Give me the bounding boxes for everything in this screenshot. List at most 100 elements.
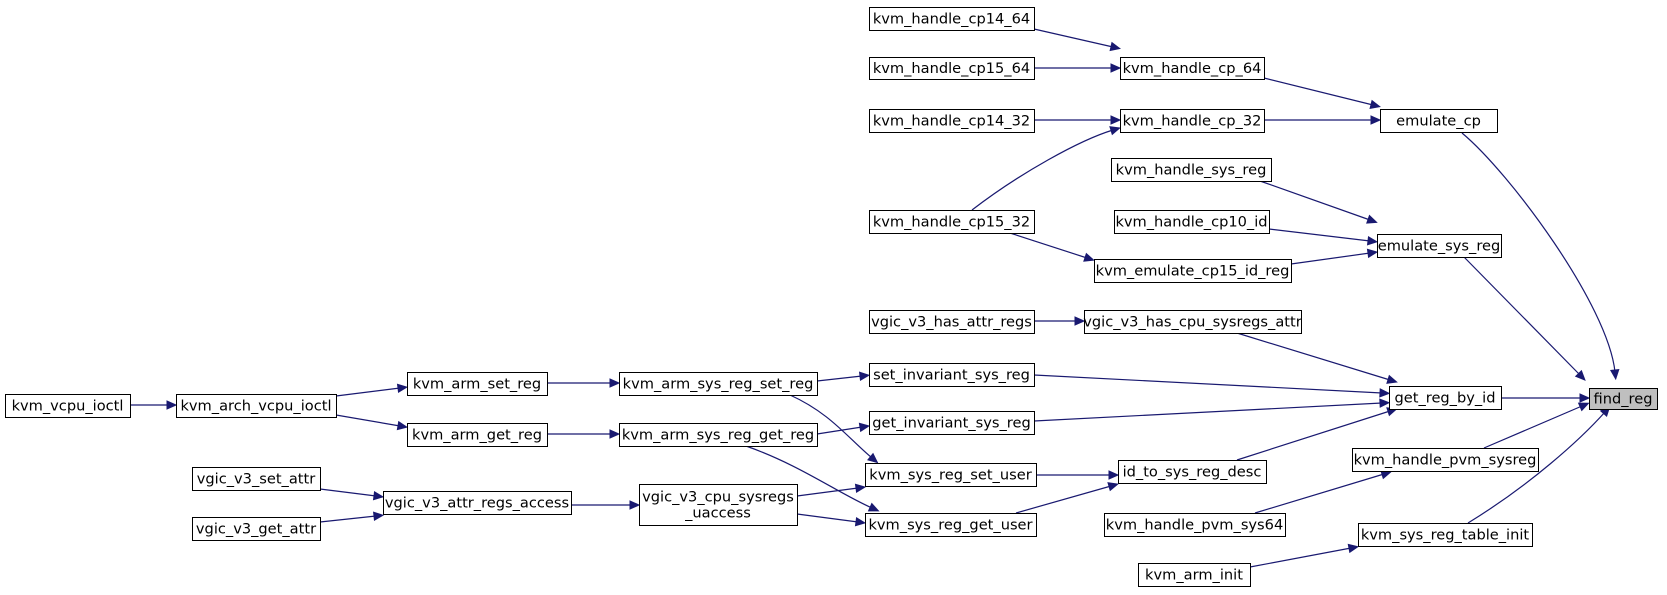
- node-kvm-handle-sys-reg[interactable]: kvm_handle_sys_reg: [1111, 158, 1272, 182]
- node-vgic-v3-attr-regs-access[interactable]: vgic_v3_attr_regs_access: [383, 491, 572, 515]
- node-box: [869, 210, 1035, 234]
- node-emulate-cp[interactable]: emulate_cp: [1380, 109, 1498, 133]
- node-kvm-handle-cp10-id[interactable]: kvm_handle_cp10_id: [1114, 210, 1270, 234]
- node-label: kvm_arm_init: [1145, 567, 1243, 584]
- arrowhead: [1379, 398, 1391, 408]
- node-label: vgic_v3_attr_regs_access: [385, 495, 569, 512]
- node-label: kvm_handle_cp15_32: [873, 214, 1030, 231]
- node-label: _uaccess: [684, 505, 751, 522]
- call-graph-edges: [130, 28, 1620, 568]
- call-graph-nodes: find_reg emulate_cp kvm_handle_cp_64 kvm_ha…: [5, 7, 1658, 587]
- edge-emulate_sys_reg-to-find_reg: [1463, 256, 1586, 381]
- node-box: [192, 467, 321, 491]
- node-box: [383, 491, 572, 515]
- node-kvm-handle-pvm-sysreg[interactable]: kvm_handle_pvm_sysreg: [1352, 448, 1539, 472]
- node-box: [5, 394, 131, 418]
- arrowhead: [1609, 369, 1620, 381]
- node-set-invariant-sys-reg[interactable]: set_invariant_sys_reg: [869, 363, 1035, 387]
- edge-kvm_handle_pvm_sysreg-to-find_reg: [1483, 402, 1590, 449]
- node-box: [869, 411, 1035, 435]
- node-get-reg-by-id[interactable]: get_reg_by_id: [1389, 386, 1502, 410]
- node-box: [869, 57, 1035, 80]
- arrowhead: [858, 422, 871, 433]
- node-kvm-handle-cp-64[interactable]: kvm_handle_cp_64: [1120, 57, 1265, 80]
- node-vgic-v3-has-attr-regs[interactable]: vgic_v3_has_attr_regs: [869, 310, 1035, 334]
- edge-vgic_v3_has_cpu_sysregs_attr-to-get_reg_by_id: [1236, 332, 1398, 384]
- arrowhead: [166, 400, 178, 410]
- edge-kvm_handle_pvm_sys64-to-kvm_handle_pvm_sysreg: [1254, 470, 1392, 514]
- edge-vgic_v3_get_attr-to-vgic_v3_attr_regs_access: [319, 511, 385, 523]
- node-label: vgic_v3_get_attr: [196, 521, 316, 538]
- node-box: [1380, 109, 1498, 133]
- arrowhead: [1347, 543, 1360, 554]
- edge-kvm_handle_cp10_id-to-emulate_sys_reg: [1268, 228, 1379, 246]
- node-label: kvm_sys_reg_set_user: [869, 467, 1031, 484]
- node-kvm-arm-get-reg[interactable]: kvm_arm_get_reg: [407, 423, 548, 447]
- node-label: kvm_handle_cp14_32: [873, 113, 1030, 130]
- node-label: kvm_handle_cp10_id: [1115, 214, 1267, 231]
- edge-set_invariant_sys_reg-to-get_reg_by_id: [1033, 374, 1391, 398]
- node-vgic-v3-get-attr[interactable]: vgic_v3_get_attr: [192, 517, 321, 541]
- edge-kvm_arm_sys_reg_get_reg-to-kvm_sys_reg_get_user: [745, 445, 880, 512]
- edge-vgic_v3_attr_regs_access-to-vgic_v3_cpu_sysregs_uaccess: [571, 500, 641, 510]
- edge-kvm_handle_cp15_32-to-kvm_handle_cp_32: [971, 126, 1121, 211]
- node-kvm-arm-sys-reg-set-reg[interactable]: kvm_arm_sys_reg_set_reg: [619, 372, 818, 396]
- node-vgic-v3-cpu-sysregs-uaccess[interactable]: vgic_v3_cpu_sysregs_uaccess: [639, 484, 798, 526]
- edge-kvm_arm_sys_reg_set_reg-to-kvm_sys_reg_set_user: [789, 394, 879, 464]
- arrowhead: [1074, 316, 1086, 326]
- arrowhead: [629, 500, 641, 510]
- arrowhead: [396, 420, 409, 431]
- node-kvm-arch-vcpu-ioctl[interactable]: kvm_arch_vcpu_ioctl: [176, 394, 337, 418]
- node-label: get_invariant_sys_reg: [872, 415, 1030, 432]
- edge-emulate_cp-to-find_reg: [1461, 132, 1620, 381]
- node-box: [639, 484, 798, 526]
- node-box: [619, 372, 818, 396]
- node-label: kvm_sys_reg_get_user: [868, 517, 1032, 534]
- node-label: vgic_v3_cpu_sysregs: [642, 489, 794, 506]
- edge-vgic_v3_has_attr_regs-to-vgic_v3_has_cpu_sysregs_attr: [1034, 316, 1086, 326]
- node-label: set_invariant_sys_reg: [873, 367, 1030, 384]
- edge-kvm_handle_cp15_64-to-kvm_handle_cp_64: [1034, 63, 1122, 73]
- node-box: [869, 7, 1035, 31]
- node-label: vgic_v3_has_cpu_sysregs_attr: [1083, 314, 1301, 331]
- node-kvm-handle-cp-32[interactable]: kvm_handle_cp_32: [1120, 109, 1265, 133]
- node-box: [1118, 460, 1267, 484]
- node-kvm-sys-reg-set-user[interactable]: kvm_sys_reg_set_user: [865, 463, 1037, 487]
- arrowhead: [867, 502, 880, 512]
- node-kvm-sys-reg-table-init[interactable]: kvm_sys_reg_table_init: [1358, 523, 1533, 547]
- node-kvm-handle-cp14-32[interactable]: kvm_handle_cp14_32: [869, 109, 1035, 133]
- arrowhead: [1370, 115, 1382, 125]
- node-kvm-handle-cp15-64[interactable]: kvm_handle_cp15_64: [869, 57, 1035, 80]
- node-box: [1138, 563, 1251, 587]
- node-id-to-sys-reg-desc[interactable]: id_to_sys_reg_desc: [1118, 460, 1267, 484]
- edge-kvm_arm_get_reg-to-kvm_arm_sys_reg_get_reg: [547, 429, 621, 439]
- node-kvm-vcpu-ioctl[interactable]: kvm_vcpu_ioctl: [5, 394, 131, 418]
- arrowhead: [1577, 402, 1590, 412]
- arrowhead: [373, 511, 385, 522]
- node-box: [1358, 523, 1533, 547]
- node-kvm-arm-sys-reg-get-reg[interactable]: kvm_arm_sys_reg_get_reg: [619, 423, 818, 447]
- node-find-reg[interactable]: find_reg: [1589, 388, 1658, 410]
- node-box: [1352, 448, 1539, 472]
- node-kvm-emulate-cp15-id-reg[interactable]: kvm_emulate_cp15_id_reg: [1094, 259, 1292, 283]
- arrowhead: [1366, 235, 1379, 246]
- arrowhead: [1386, 374, 1398, 384]
- node-kvm-arm-set-reg[interactable]: kvm_arm_set_reg: [407, 372, 548, 396]
- arrowhead: [854, 516, 867, 527]
- node-box: [1120, 57, 1265, 80]
- node-kvm-sys-reg-get-user[interactable]: kvm_sys_reg_get_user: [865, 513, 1037, 537]
- node-kvm-handle-cp14-64[interactable]: kvm_handle_cp14_64: [869, 7, 1035, 31]
- node-kvm-handle-pvm-sys64[interactable]: kvm_handle_pvm_sys64: [1104, 513, 1286, 537]
- node-kvm-handle-cp15-32[interactable]: kvm_handle_cp15_32: [869, 210, 1035, 234]
- node-vgic-v3-has-cpu-sysregs-attr[interactable]: vgic_v3_has_cpu_sysregs_attr: [1083, 310, 1302, 334]
- node-emulate-sys-reg[interactable]: emulate_sys_reg: [1377, 234, 1502, 258]
- node-label: kvm_vcpu_ioctl: [12, 398, 124, 415]
- node-kvm-arm-init[interactable]: kvm_arm_init: [1138, 563, 1251, 587]
- node-vgic-v3-set-attr[interactable]: vgic_v3_set_attr: [192, 467, 321, 491]
- node-box: [1094, 259, 1292, 283]
- arrowhead: [854, 483, 867, 494]
- edge-kvm_arch_vcpu_ioctl-to-kvm_arm_set_reg: [335, 383, 409, 397]
- node-label: kvm_handle_pvm_sys64: [1106, 517, 1283, 534]
- node-get-invariant-sys-reg[interactable]: get_invariant_sys_reg: [869, 411, 1035, 435]
- node-label: emulate_cp: [1396, 113, 1481, 130]
